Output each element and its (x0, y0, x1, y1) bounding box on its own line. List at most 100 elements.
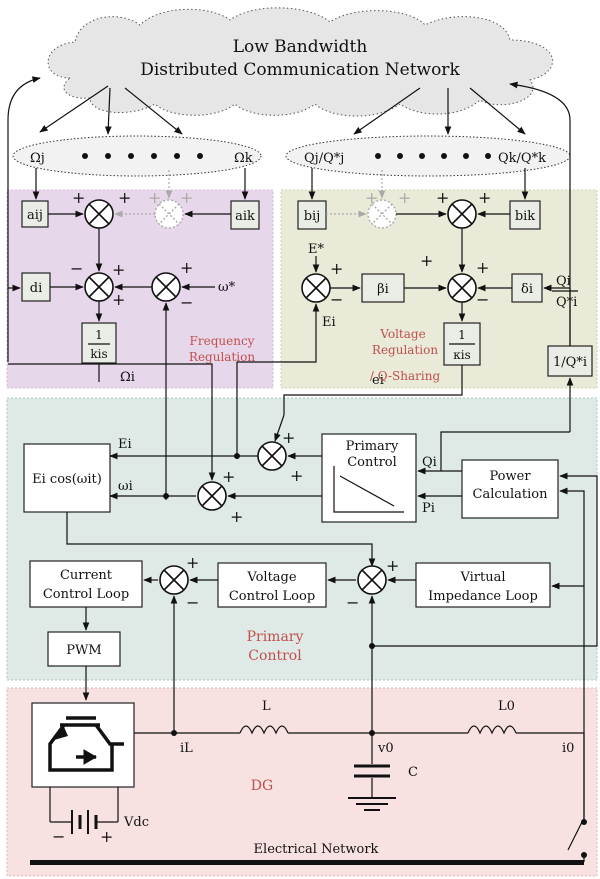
sum-prim-current (159, 565, 189, 595)
svg-text:+: + (398, 188, 411, 207)
freq-wires (8, 168, 249, 500)
battery-plus: + (100, 827, 113, 846)
block-di (21, 272, 51, 302)
block-virtual-impedance (415, 562, 551, 608)
i0-label: i0 (562, 741, 574, 756)
block-bik (509, 200, 541, 230)
junction-v0-fb (369, 643, 375, 649)
ecos-label: Ei cos(ωit) (32, 472, 102, 487)
freq-panel-label-1: Frequency (190, 334, 255, 348)
svg-text:−: − (476, 290, 489, 309)
di-label: di (30, 281, 42, 296)
svg-text:+: + (386, 556, 399, 575)
inv-q-label: 1/Q*i (553, 355, 587, 370)
v0-label: v0 (377, 741, 394, 756)
block-ecos (23, 443, 111, 513)
sum-freq-1 (84, 199, 114, 229)
junction-e (234, 453, 240, 459)
qi-ratio-den: Q*i (556, 295, 577, 310)
svg-text:+: + (290, 466, 303, 485)
qj-label: Qj/Q*j (304, 151, 344, 166)
omega-j-label: Ωj (30, 151, 45, 166)
omega-k-label: Ωk (234, 151, 253, 166)
sum-prim-E (257, 441, 287, 471)
C-label: C (408, 765, 418, 780)
volt-panel-label-2: Regulation (372, 343, 438, 357)
block-current-loop (29, 560, 143, 608)
svg-text:−: − (180, 293, 193, 312)
cloud-title-line1: Low Bandwidth (233, 37, 368, 57)
sum-freq-3 (151, 272, 181, 302)
sum-volt-E (301, 273, 331, 303)
e-star-label: E* (308, 242, 324, 257)
primary-control-title-2: Control (347, 455, 397, 470)
block-pwm (47, 631, 121, 667)
omega-ref-label: ω* (218, 280, 236, 295)
freq-int-den: kis (90, 347, 107, 361)
volt-signs: + + + + + − + + − (330, 188, 491, 309)
current-loop-2: Control Loop (43, 587, 129, 602)
aik-label: aik (235, 209, 255, 224)
svg-text:+: + (420, 251, 433, 270)
prim-Pi-label: Pi (422, 501, 435, 516)
svg-text:+: + (476, 258, 489, 277)
block-power-calculation (461, 459, 559, 519)
current-loop-1: Current (60, 568, 113, 583)
qi-ratio-num: Qi (556, 274, 571, 289)
primary-panel-label-1: Primary (247, 629, 304, 645)
power-calc-1: Power (489, 469, 531, 484)
svg-text:+: + (118, 188, 131, 207)
volt-int-den: κis (453, 348, 471, 362)
block-primary-control (321, 433, 417, 523)
frequency-regulation-panel (6, 189, 274, 389)
diode-icon (83, 749, 97, 765)
sum-freq-ghost (154, 199, 184, 229)
volt-panel-label-1: Voltage (379, 327, 425, 341)
network-bus (30, 860, 584, 865)
sum-prim-w (197, 481, 227, 511)
ei-small-label: ei (372, 373, 384, 388)
L-label: L (262, 699, 271, 714)
virtual-loop-1: Virtual (459, 570, 505, 585)
sum-volt-2 (447, 273, 477, 303)
prim-Ei-label: Ei (118, 437, 132, 452)
neighbor-dots (82, 153, 491, 159)
primary-signs-bottom: + − + − (186, 553, 399, 612)
junction-iL (171, 730, 177, 736)
primary-signs-top: + + + + (222, 428, 303, 526)
primary-control-title-1: Primary (346, 439, 399, 454)
svg-text:−: − (330, 290, 343, 309)
volt-int-num: 1 (458, 328, 466, 342)
qk-label: Qk/Q*k (498, 151, 546, 166)
svg-text:+: + (148, 188, 161, 207)
junction-w (163, 493, 169, 499)
sum-volt-1 (447, 199, 477, 229)
igbt-arrow-icon (54, 727, 68, 740)
primary-wires-bottom (82, 472, 598, 822)
volt-panel-label-3: / Q-Sharing (370, 369, 441, 383)
block-voltage-loop (217, 562, 327, 608)
svg-text:−: − (186, 593, 199, 612)
inductor-L0 (467, 725, 517, 735)
svg-text:−: − (346, 593, 359, 612)
virtual-loop-2: Impedance Loop (428, 589, 538, 604)
dg-label: DG (251, 778, 273, 794)
pwm-label: PWM (66, 643, 101, 658)
svg-text:+: + (72, 188, 85, 207)
primary-wires-top (66, 414, 570, 567)
communication-network-cloud (47, 7, 553, 117)
vdc-label: Vdc (123, 815, 149, 830)
ei-volt-label: Ei (322, 315, 336, 330)
block-bij (297, 200, 327, 230)
cloud-arrows (7, 76, 571, 362)
bij-label: bij (304, 209, 321, 224)
svg-text:+: + (478, 188, 491, 207)
svg-text:+: + (365, 188, 378, 207)
freq-int-num: 1 (95, 328, 103, 342)
svg-text:+: + (330, 259, 343, 278)
electrical-network-label: Electrical Network (254, 842, 379, 857)
voltage-loop-2: Control Loop (229, 589, 315, 604)
switch-top-contact (581, 819, 587, 825)
sum-prim-voltage (357, 565, 387, 595)
